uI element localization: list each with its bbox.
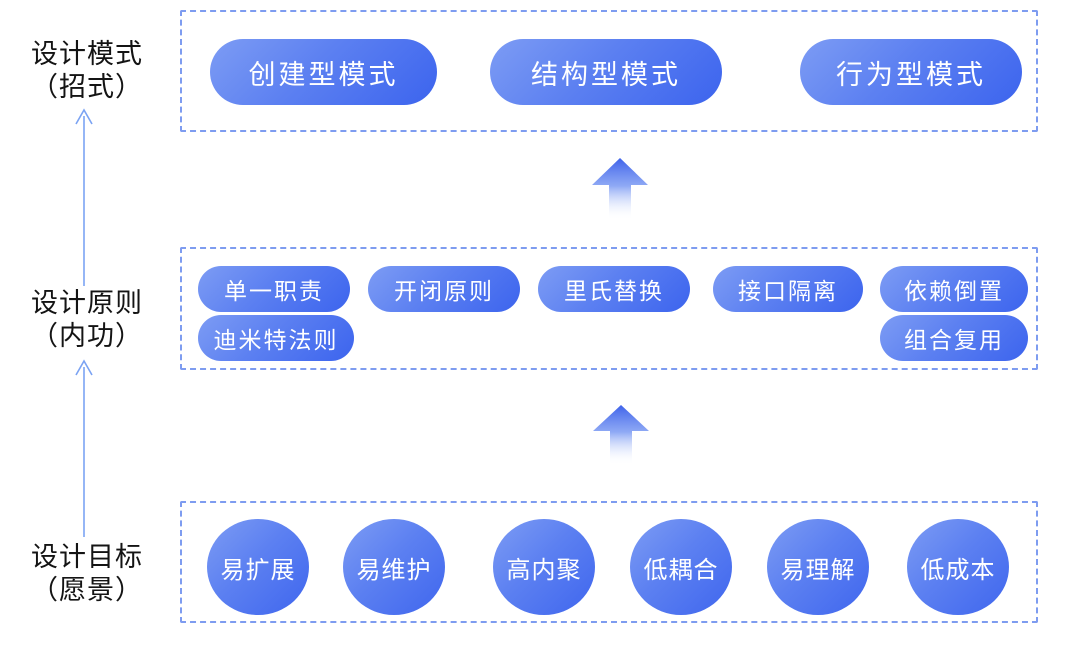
label-design-principles: 设计原则 （内功） <box>12 287 162 353</box>
up-arrow-goals-to-principles-icon <box>75 359 93 537</box>
label-design-patterns-line2: （招式） <box>31 72 143 102</box>
pattern-pill-behavioral: 行为型模式 <box>800 39 1022 105</box>
label-design-goals: 设计目标 （愿景） <box>12 541 162 607</box>
label-design-goals-line1: 设计目标 <box>31 542 143 572</box>
pattern-pill-creational: 创建型模式 <box>210 39 437 105</box>
label-design-goals-line2: （愿景） <box>31 575 143 605</box>
patterns-box: 创建型模式 结构型模式 行为型模式 <box>180 10 1038 132</box>
goal-circle-maintainable: 易维护 <box>343 519 445 615</box>
label-design-principles-line1: 设计原则 <box>31 288 143 318</box>
label-design-patterns-line1: 设计模式 <box>31 39 143 69</box>
label-design-principles-line2: （内功） <box>31 321 143 351</box>
principles-box: 单一职责 开闭原则 里氏替换 接口隔离 依赖倒置 迪米特法则 组合复用 <box>180 247 1038 370</box>
goals-box: 易扩展 易维护 高内聚 低耦合 易理解 低成本 <box>180 501 1038 623</box>
goal-circle-high-cohesion: 高内聚 <box>493 519 595 615</box>
up-block-arrow-goals-to-principles-icon <box>593 405 649 465</box>
goal-circle-low-cost: 低成本 <box>907 519 1009 615</box>
up-arrow-principles-to-patterns-icon <box>75 108 93 286</box>
principle-pill-dependency-inversion: 依赖倒置 <box>880 266 1028 312</box>
label-design-patterns: 设计模式 （招式） <box>12 38 162 104</box>
principle-pill-composite-reuse: 组合复用 <box>880 315 1028 361</box>
goal-circle-extensible: 易扩展 <box>207 519 309 615</box>
goal-circle-low-coupling: 低耦合 <box>630 519 732 615</box>
principle-pill-liskov-substitution: 里氏替换 <box>538 266 690 312</box>
up-block-arrow-principles-to-patterns-icon <box>592 158 648 220</box>
principle-pill-interface-segregation: 接口隔离 <box>713 266 863 312</box>
goal-circle-understandable: 易理解 <box>767 519 869 615</box>
principle-pill-single-responsibility: 单一职责 <box>198 266 350 312</box>
principle-pill-open-closed: 开闭原则 <box>368 266 520 312</box>
principle-pill-demeter: 迪米特法则 <box>198 315 354 361</box>
pattern-pill-structural: 结构型模式 <box>490 39 722 105</box>
